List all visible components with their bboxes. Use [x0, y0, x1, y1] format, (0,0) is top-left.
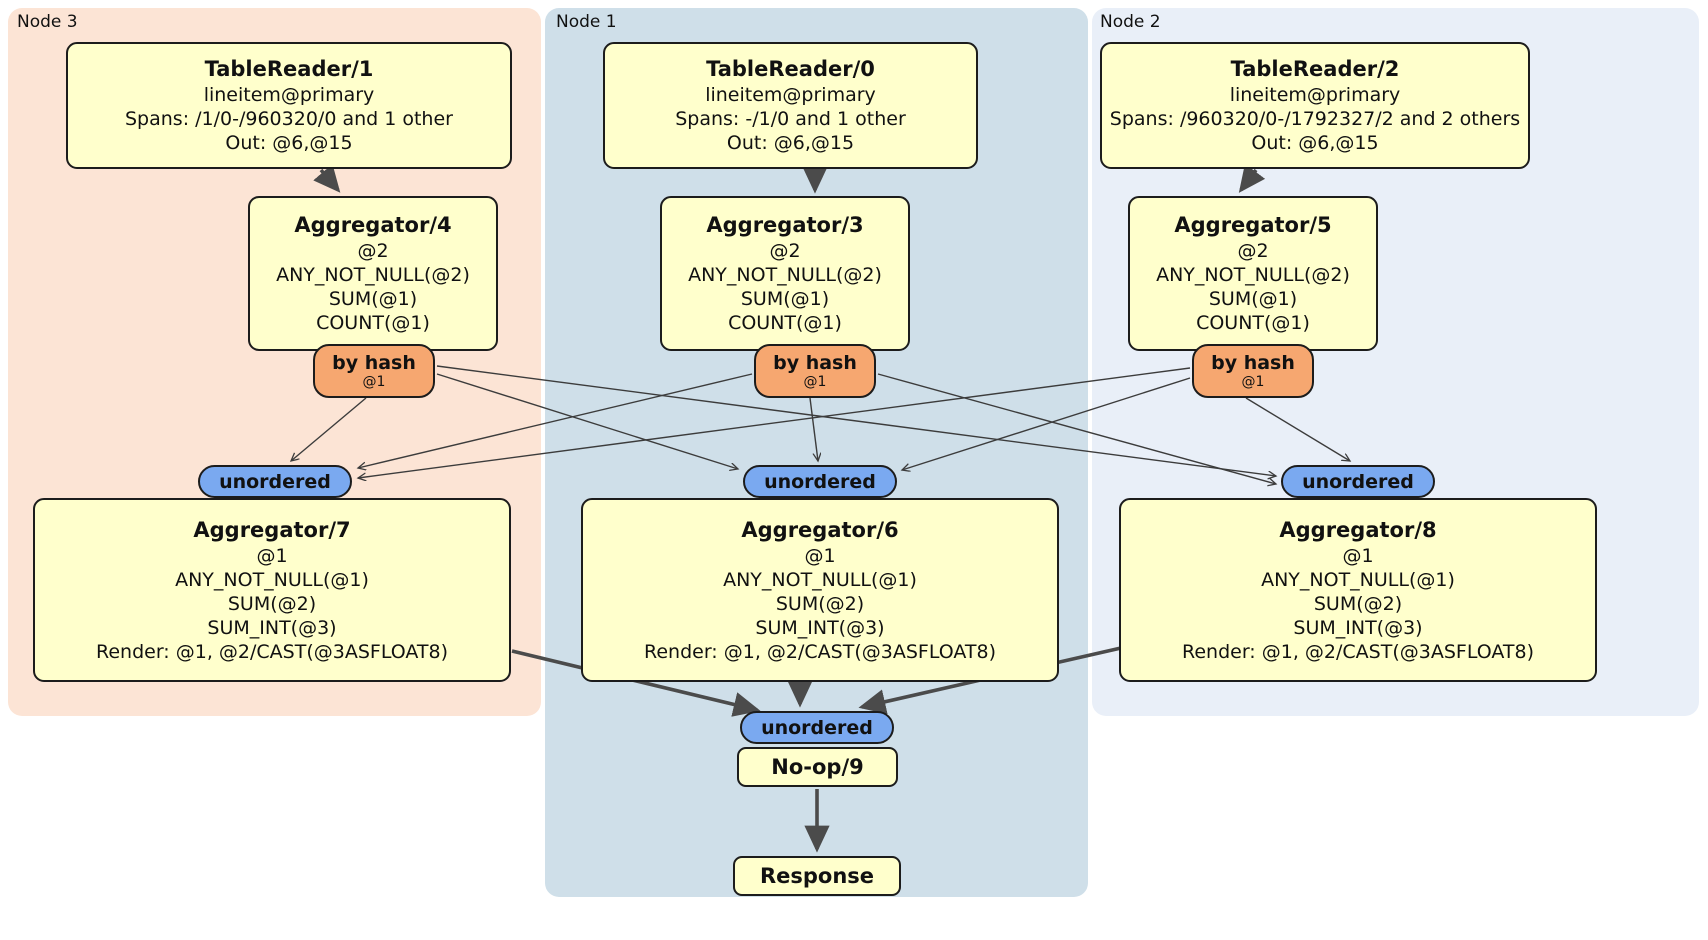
router-by-hash-node3: by hash @1 — [313, 344, 435, 398]
edge-hash3-un1 — [436, 373, 738, 469]
processor-detail: SUM(@2) — [1313, 592, 1403, 615]
response-node: Response — [733, 856, 901, 896]
processor-detail: lineitem@primary — [1229, 84, 1401, 106]
processor-detail: Render: @1, @2/CAST(@3ASFLOAT8) — [1182, 640, 1534, 663]
processor-detail: SUM(@1) — [1208, 288, 1298, 310]
sync-label: unordered — [219, 470, 331, 493]
processor-title: Response — [759, 863, 875, 888]
processor-title: No-op/9 — [771, 754, 864, 779]
processor-title: TableReader/0 — [706, 57, 875, 81]
edge-hash3-un2 — [436, 365, 1276, 476]
processor-detail: @2 — [769, 240, 801, 262]
processor-aggregator-3: Aggregator/3 @2 ANY_NOT_NULL(@2) SUM(@1)… — [660, 196, 910, 351]
edge-tr2-agg5 — [1238, 163, 1266, 193]
processor-detail: COUNT(@1) — [728, 312, 842, 334]
processor-aggregator-4: Aggregator/4 @2 ANY_NOT_NULL(@2) SUM(@1)… — [248, 196, 498, 351]
processor-detail: @1 — [1342, 544, 1374, 567]
edge-tr1-agg4 — [313, 164, 341, 193]
processor-detail: ANY_NOT_NULL(@2) — [1156, 264, 1350, 286]
processor-title: Aggregator/5 — [1174, 213, 1332, 237]
edge-hash1-un2 — [877, 373, 1276, 484]
processor-detail: SUM(@1) — [740, 288, 830, 310]
processor-detail: SUM(@2) — [775, 592, 865, 615]
processor-tablereader-0: TableReader/0 lineitem@primary Spans: -/… — [603, 42, 978, 169]
router-label: by hash — [773, 352, 857, 374]
processor-detail: ANY_NOT_NULL(@1) — [723, 568, 917, 591]
router-label: by hash — [332, 352, 416, 374]
router-label: by hash — [1211, 352, 1295, 374]
edge-hash2-un2 — [1245, 397, 1350, 461]
processor-aggregator-8: Aggregator/8 @1 ANY_NOT_NULL(@1) SUM(@2)… — [1119, 498, 1597, 682]
region-label-node2: Node 2 — [1100, 12, 1161, 32]
region-label-node3: Node 3 — [17, 12, 78, 32]
processor-title: Aggregator/4 — [294, 213, 452, 237]
region-label-node1: Node 1 — [556, 12, 617, 32]
processor-detail: ANY_NOT_NULL(@1) — [1261, 568, 1455, 591]
edge-hash1-un1 — [809, 397, 818, 461]
router-by-hash-node1: by hash @1 — [754, 344, 876, 398]
processor-detail: COUNT(@1) — [1196, 312, 1310, 334]
processor-detail: Spans: -/1/0 and 1 other — [675, 108, 906, 130]
processor-detail: SUM(@1) — [328, 288, 418, 310]
processor-title: TableReader/2 — [1230, 57, 1400, 81]
processor-detail: Render: @1, @2/CAST(@3ASFLOAT8) — [96, 640, 448, 663]
processor-detail: SUM_INT(@3) — [755, 616, 885, 639]
processor-title: Aggregator/3 — [706, 213, 864, 237]
sync-unordered-final: unordered — [740, 711, 894, 744]
processor-tablereader-2: TableReader/2 lineitem@primary Spans: /9… — [1100, 42, 1530, 169]
processor-detail: SUM_INT(@3) — [207, 616, 337, 639]
processor-title: Aggregator/7 — [193, 517, 351, 542]
processor-detail: lineitem@primary — [705, 84, 876, 106]
processor-tablereader-1: TableReader/1 lineitem@primary Spans: /1… — [66, 42, 512, 169]
processor-detail: Out: @6,@15 — [1251, 132, 1379, 154]
processor-noop-9: No-op/9 — [737, 747, 898, 787]
processor-detail: ANY_NOT_NULL(@1) — [175, 568, 369, 591]
processor-aggregator-5: Aggregator/5 @2 ANY_NOT_NULL(@2) SUM(@1)… — [1128, 196, 1378, 351]
sync-label: unordered — [1302, 470, 1414, 493]
processor-detail: COUNT(@1) — [316, 312, 430, 334]
processor-detail: @1 — [804, 544, 836, 567]
processor-detail: lineitem@primary — [203, 84, 375, 106]
sync-unordered-node1: unordered — [743, 465, 897, 498]
processor-title: Aggregator/6 — [741, 517, 899, 542]
processor-detail: SUM_INT(@3) — [1293, 616, 1423, 639]
processor-aggregator-6: Aggregator/6 @1 ANY_NOT_NULL(@1) SUM(@2)… — [581, 498, 1059, 682]
processor-detail: @2 — [357, 240, 389, 262]
sync-label: unordered — [761, 716, 873, 739]
processor-detail: @2 — [1237, 240, 1269, 262]
processor-detail: Out: @6,@15 — [225, 132, 353, 154]
edge-hash3-un3 — [291, 397, 367, 461]
processor-detail: SUM(@2) — [227, 592, 317, 615]
sync-unordered-node2: unordered — [1281, 465, 1435, 498]
processor-detail: Render: @1, @2/CAST(@3ASFLOAT8) — [644, 640, 996, 663]
processor-aggregator-7: Aggregator/7 @1 ANY_NOT_NULL(@1) SUM(@2)… — [33, 498, 511, 682]
router-key: @1 — [803, 374, 827, 390]
router-key: @1 — [362, 374, 386, 390]
edge-hash1-un3 — [358, 373, 753, 468]
processor-detail: Spans: /1/0-/960320/0 and 1 other — [125, 108, 453, 130]
edge-hash2-un1 — [902, 377, 1191, 470]
sync-unordered-node3: unordered — [198, 465, 352, 498]
router-by-hash-node2: by hash @1 — [1192, 344, 1314, 398]
processor-detail: Spans: /960320/0-/1792327/2 and 2 others — [1109, 108, 1521, 130]
processor-detail: ANY_NOT_NULL(@2) — [688, 264, 882, 286]
sync-label: unordered — [764, 470, 876, 493]
edge-hash2-un3 — [358, 367, 1191, 478]
processor-title: TableReader/1 — [204, 57, 374, 81]
processor-title: Aggregator/8 — [1279, 517, 1437, 542]
processor-detail: ANY_NOT_NULL(@2) — [276, 264, 470, 286]
router-key: @1 — [1241, 374, 1265, 390]
processor-detail: Out: @6,@15 — [726, 132, 855, 154]
processor-detail: @1 — [256, 544, 288, 567]
